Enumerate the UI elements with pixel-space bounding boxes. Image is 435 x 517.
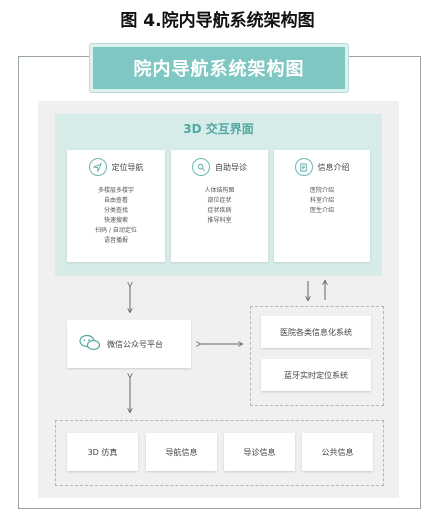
bottom-item-public-info: 公共信息 xyxy=(302,433,373,471)
card-item: 人体结构图 xyxy=(204,187,235,194)
diagram-title-banner: 院内导航系统架构图 xyxy=(90,44,348,92)
card-title: 定位导航 xyxy=(111,162,144,172)
card-item: 语音播报 xyxy=(103,237,128,244)
document-icon xyxy=(294,158,313,176)
wechat-platform-label: 微信公众号平台 xyxy=(107,339,163,349)
card-item: 症状疾病 xyxy=(207,207,232,214)
interaction-layer-title: 3D 交互界面 xyxy=(183,122,254,136)
card-item: 分类查找 xyxy=(103,207,128,214)
card-title: 信息介绍 xyxy=(317,162,350,172)
systems-group xyxy=(250,306,384,406)
wechat-platform-box: 微信公众号平台 xyxy=(67,320,191,368)
card-title: 自助导诊 xyxy=(215,162,247,172)
self-service-icon xyxy=(192,158,210,176)
wechat-icon xyxy=(79,334,101,354)
card-item: 扫码 / 自动定位 xyxy=(95,227,137,234)
card-item: 自由查看 xyxy=(103,197,128,204)
card-item: 医院介绍 xyxy=(309,187,334,194)
bottom-item-triage-info: 导诊信息 xyxy=(224,433,295,471)
bluetooth-positioning-box: 蓝牙实时定位系统 xyxy=(261,359,371,391)
bottom-item-3d-simulation: 3D 仿真 xyxy=(67,433,138,471)
card-item: 部位症状 xyxy=(207,197,232,204)
navigation-arrow-icon xyxy=(88,158,107,176)
card-information-intro: 信息介绍 医院介绍 科室介绍 医生介绍 xyxy=(274,150,370,262)
bottom-item-navigation-info: 导航信息 xyxy=(146,433,217,471)
hospital-info-systems-box: 医院各类信息化系统 xyxy=(261,316,371,348)
card-item: 推导科室 xyxy=(207,217,232,224)
card-self-guided-triage: 自助导诊 人体结构图 部位症状 症状疾病 推导科室 xyxy=(171,150,268,262)
data-layer-group xyxy=(55,420,384,486)
card-item: 快速搜索 xyxy=(103,217,128,224)
card-item: 多楼层多楼宇 xyxy=(97,187,134,194)
figure-caption: 图 4.院内导航系统架构图 xyxy=(120,11,315,31)
card-item: 医生介绍 xyxy=(309,207,334,214)
card-positioning-navigation: 定位导航 多楼层多楼宇 自由查看 分类查找 快速搜索 扫码 / 自动定位 语音播… xyxy=(67,150,165,262)
card-item: 科室介绍 xyxy=(309,197,334,204)
